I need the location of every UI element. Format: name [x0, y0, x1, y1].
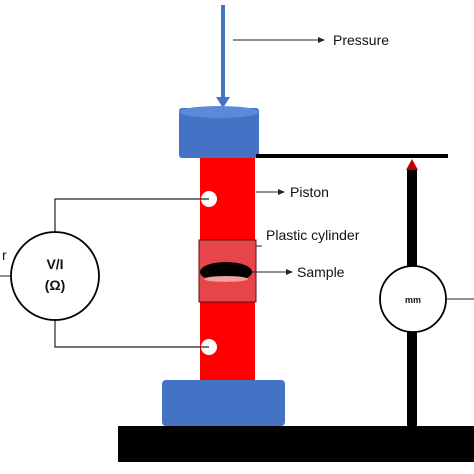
- plastic-cylinder-label: Plastic cylinder: [266, 227, 360, 243]
- vi-meter: [10, 231, 100, 321]
- pressure-shaft-arrowhead: [216, 97, 230, 108]
- mm-gauge-label: mm: [405, 295, 421, 305]
- top-block: [179, 108, 259, 158]
- base-plate: [118, 426, 474, 462]
- sample-label: Sample: [297, 264, 345, 280]
- top-block-face: [179, 106, 259, 118]
- piston-pointer-arrowhead: [278, 189, 285, 195]
- pressure-label: Pressure: [333, 32, 389, 48]
- gauge-beam: [256, 154, 448, 158]
- gauge-upper-rod: [407, 170, 417, 266]
- bottom-block: [162, 380, 285, 426]
- pressure-pointer-arrowhead: [318, 37, 325, 43]
- upper-wire: [54, 198, 209, 232]
- pressure-shaft: [221, 5, 225, 97]
- gauge-lower-rod: [407, 332, 417, 426]
- vi-meter-label: V/I: [46, 256, 63, 272]
- vi-meter-unit: (Ω): [45, 277, 66, 293]
- gauge-pointer-arrowhead: [406, 159, 418, 170]
- meter-side-label: r: [2, 247, 7, 263]
- sample-disk-highlight: [204, 276, 248, 282]
- sample-pointer-arrowhead: [286, 269, 293, 275]
- piston-label: Piston: [290, 184, 329, 200]
- lower-wire: [54, 320, 209, 348]
